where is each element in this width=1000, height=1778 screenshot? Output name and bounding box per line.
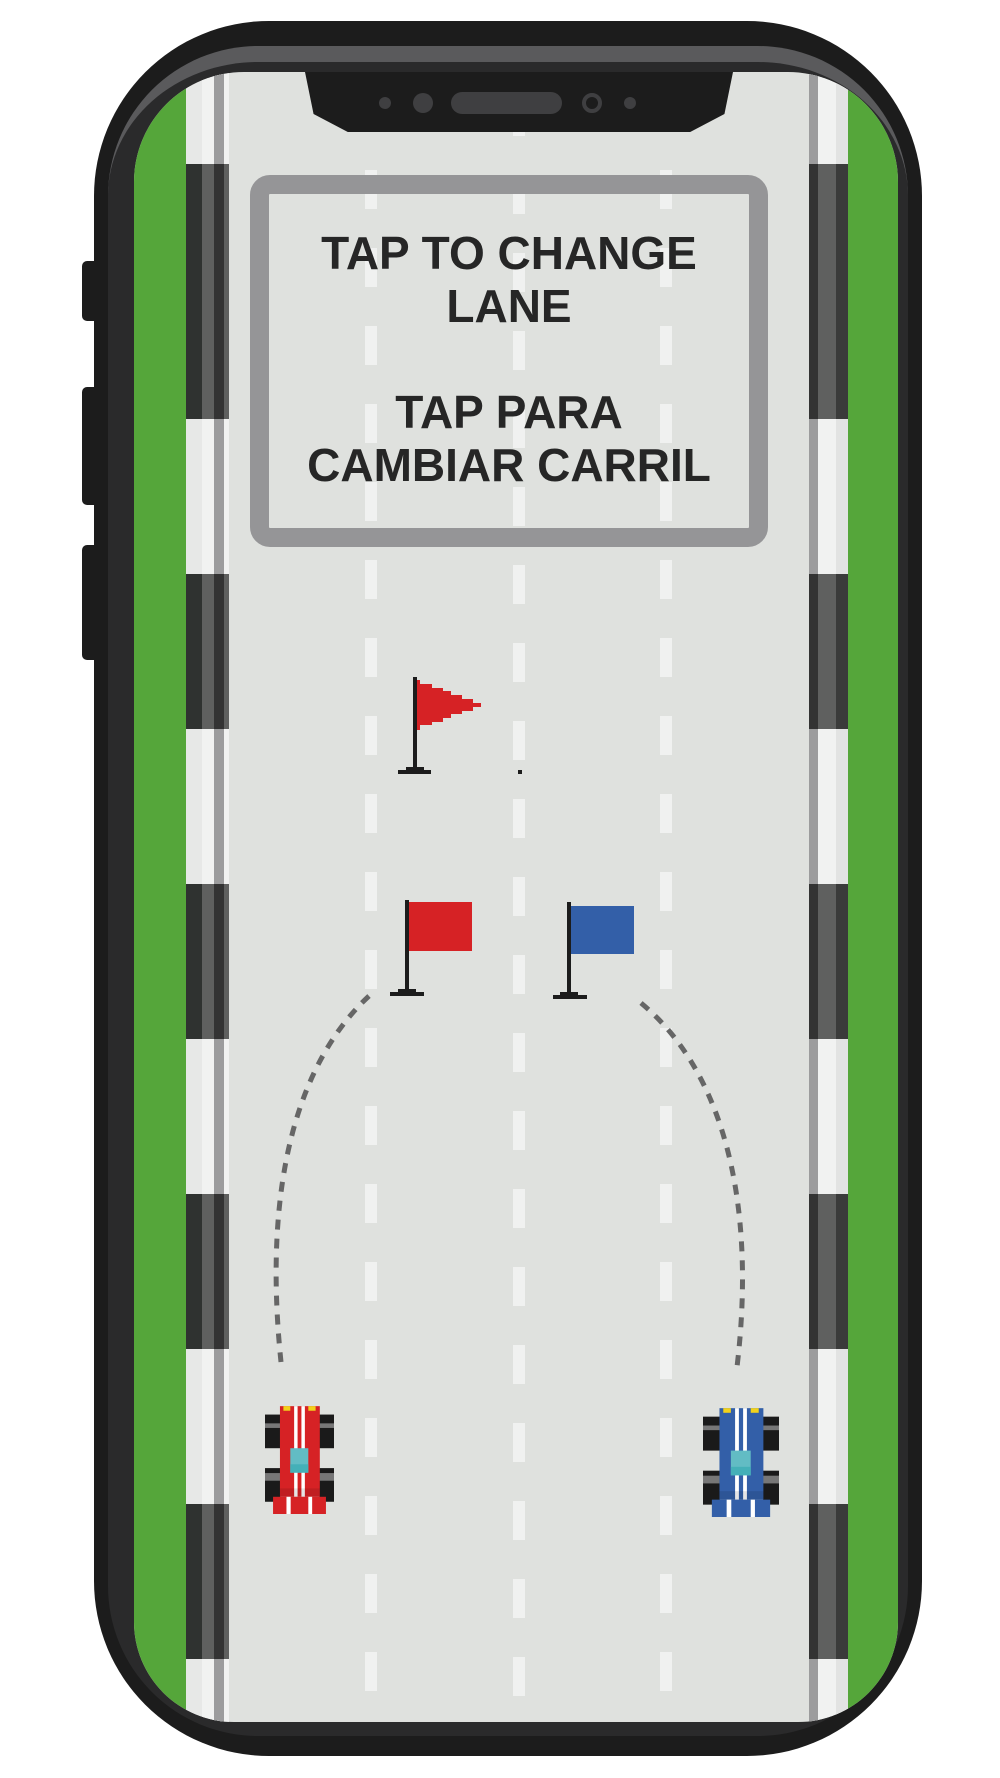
blue-car-path [639, 1001, 746, 1368]
camera-icon [582, 93, 602, 113]
instruction-english-line1: TAP TO CHANGE [321, 227, 697, 279]
instruction-spanish-line1: TAP PARA [395, 386, 623, 438]
volume-up-button [82, 387, 96, 505]
red-car-path [273, 994, 371, 1363]
grass-right [848, 72, 898, 1722]
instruction-english-line2: LANE [446, 280, 572, 332]
speaker-icon [451, 92, 562, 114]
curb-right [809, 72, 848, 1722]
grass-left [134, 72, 186, 1722]
lane-divider-1 [365, 72, 377, 1722]
mute-switch [82, 261, 96, 321]
lane-divider-2 [513, 72, 525, 1722]
road-dot [518, 770, 522, 774]
red-flag-icon [390, 900, 472, 996]
instructions-sign: TAP TO CHANGE LANE TAP PARA CAMBIAR CARR… [250, 175, 768, 547]
sensor-icon [413, 93, 433, 113]
sensor-icon [624, 97, 636, 109]
checkered-pennant-icon [398, 677, 481, 774]
blue-flag-icon [553, 902, 634, 999]
instruction-spanish-line2: CAMBIAR CARRIL [307, 439, 711, 491]
red-car-icon[interactable] [265, 1406, 334, 1514]
curb-left [186, 72, 229, 1722]
blue-car-icon[interactable] [703, 1408, 779, 1517]
volume-down-button [82, 545, 96, 660]
lane-divider-3 [660, 72, 672, 1722]
sensor-icon [379, 97, 391, 109]
phone-notch [305, 72, 733, 132]
